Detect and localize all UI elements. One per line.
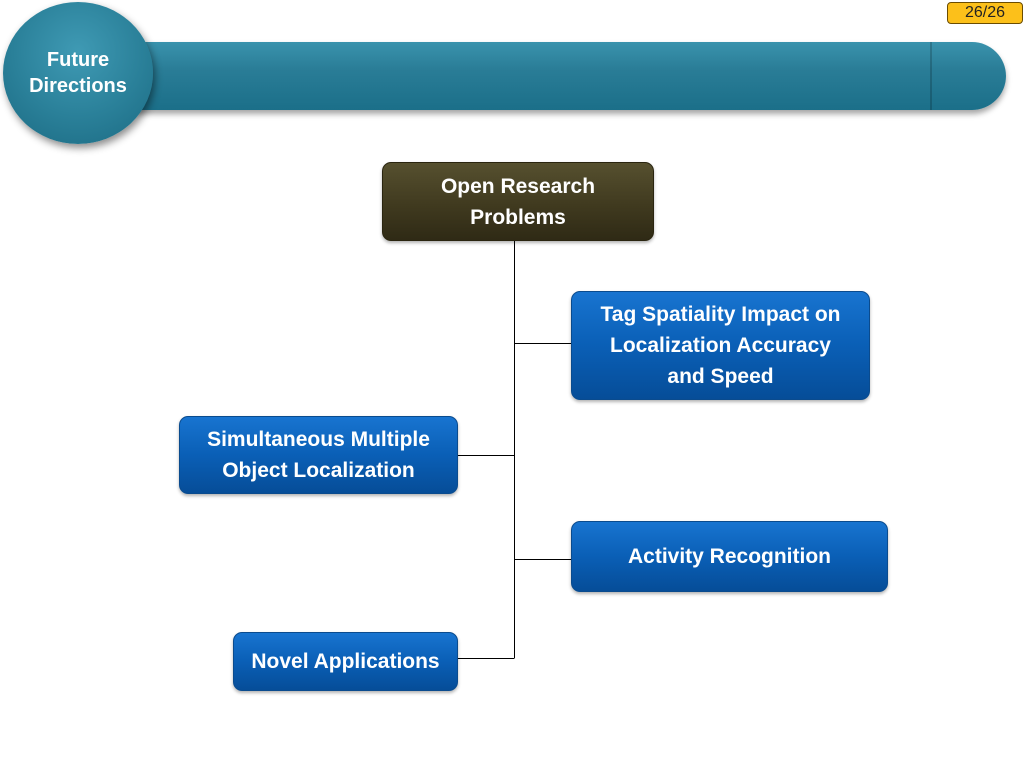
node-activity-recognition: Activity Recognition [571, 521, 888, 592]
page-number: 26/26 [947, 2, 1023, 24]
node-novel-applications: Novel Applications [233, 632, 458, 691]
section-badge: Future Directions [3, 2, 153, 144]
header-band [90, 42, 1006, 110]
section-title: Future Directions [29, 49, 127, 97]
root-node-open-research-problems: Open Research Problems [382, 162, 654, 241]
node-simultaneous-localization: Simultaneous Multiple Object Localizatio… [179, 416, 458, 494]
node-tag-spatiality: Tag Spatiality Impact on Localization Ac… [571, 291, 870, 400]
header-band-divider [930, 42, 932, 110]
